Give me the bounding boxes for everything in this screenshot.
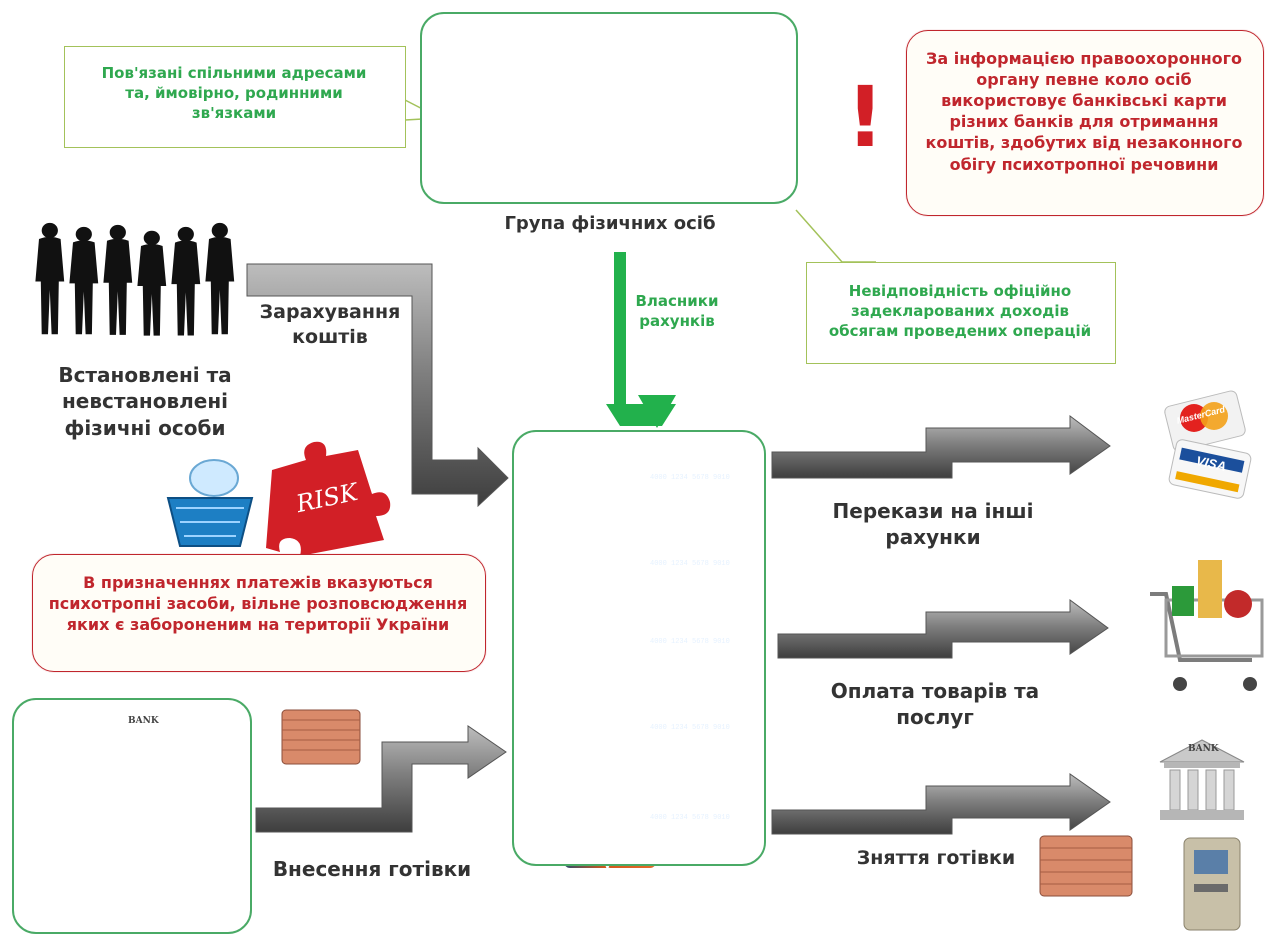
group-box	[420, 12, 798, 204]
mastercard-logo	[1164, 390, 1246, 452]
goods-label: Оплата товарів та послуг	[830, 679, 1040, 730]
bank-sign-right: BANK	[1188, 744, 1219, 754]
arrow-goods	[777, 599, 1109, 659]
shopping-cart-icon	[1150, 560, 1264, 691]
card-number-3: 4000 1234 5678 9010	[650, 638, 730, 646]
arrow-crediting	[246, 263, 509, 508]
card-title-3: CREDIT CARD	[664, 608, 719, 617]
card-brand-4: privat	[604, 728, 627, 738]
card-visa-4: VISA	[630, 756, 649, 765]
bank-icon-right	[1159, 739, 1245, 820]
card-title-1: CREDIT CARD	[664, 444, 719, 453]
card-brand-1: privat	[604, 478, 627, 488]
money-stack-icon-2	[1039, 835, 1133, 897]
mismatch-callout	[806, 262, 1116, 364]
payments-box	[32, 554, 486, 672]
card-brand-2: privat	[604, 564, 627, 574]
arrow-deposit	[255, 725, 507, 833]
card-number-4: 4000 1234 5678 9010	[650, 724, 730, 732]
card-visa-3: VISA	[630, 670, 649, 679]
law-info-box	[906, 30, 1264, 216]
withdrawal-label: Зняття готівки	[856, 847, 1016, 869]
card-visa-1: VISA	[630, 506, 649, 515]
card-number-5: 4000 1234 5678 9010	[650, 814, 730, 822]
law-info-label: За інформацією правоохоронного органу пе…	[925, 49, 1243, 174]
group-label: Група фізичних осіб	[504, 213, 716, 234]
related-label: Пов'язані спільними адресами та, ймовірн…	[101, 64, 367, 122]
related-callout	[64, 46, 406, 148]
payments-label: В призначеннях платежів вказуються психо…	[48, 573, 468, 635]
money-stack-icon	[281, 709, 361, 765]
card-brand-5: privat	[604, 818, 627, 828]
owners-label: Власники рахунків	[635, 292, 719, 330]
basket-icon	[166, 459, 254, 547]
arrow-transfers	[771, 415, 1111, 479]
bank-sign-left: BANK	[128, 716, 159, 726]
cash-box	[12, 698, 252, 934]
persons-label: Встановлені та невстановлені фізичні осо…	[58, 363, 232, 440]
deposit-label: Внесення готівки	[272, 857, 472, 881]
puzzle-risk-icon	[266, 441, 391, 556]
arrow-withdrawal	[771, 773, 1111, 835]
card-visa-2: VISA	[630, 592, 649, 601]
mismatch-label: Невідповідність офіційно задекларованих …	[828, 282, 1092, 340]
card-number-1: 4000 1234 5678 9010	[650, 474, 730, 482]
card-title-5: CREDIT CARD	[664, 784, 719, 793]
atm-icon-right	[1183, 837, 1241, 931]
card-title-4: CREDIT CARD	[664, 694, 719, 703]
card-brand-3: privat	[604, 642, 627, 652]
card-title-2: CREDIT CARD	[664, 530, 719, 539]
card-number-2: 4000 1234 5678 9010	[650, 560, 730, 568]
crowd-silhouettes	[35, 222, 235, 336]
exclamation-icon: !	[846, 68, 885, 166]
card-visa-5: VISA	[630, 846, 649, 855]
cards-box	[512, 430, 766, 866]
transfers-label: Перекази на інші рахунки	[832, 499, 1034, 550]
crediting-label: Зарахування коштів	[259, 301, 401, 349]
visa-logo	[1168, 439, 1252, 499]
